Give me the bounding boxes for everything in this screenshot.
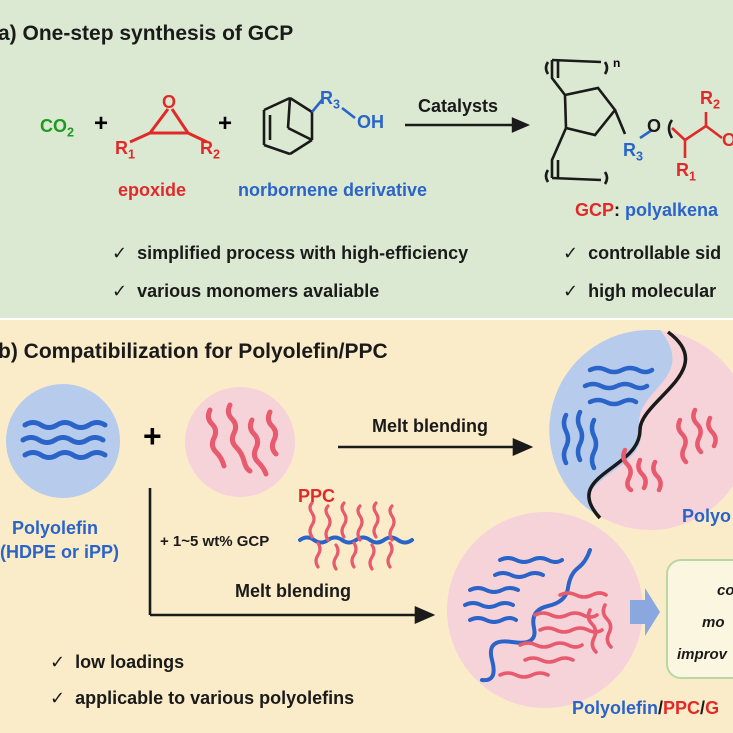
- panel-b-title: b) Compatibilization for Polyolefin/PPC: [0, 340, 388, 363]
- bullet-a-right-1: ✓ controllable sid: [563, 243, 722, 263]
- epoxide-r1: R1: [115, 138, 136, 162]
- hydroxyl-label: OH: [357, 112, 384, 132]
- melt-blending-label-1: Melt blending: [372, 416, 488, 436]
- catalysts-label: Catalysts: [418, 96, 499, 116]
- property-box-line-2: mo: [702, 614, 725, 631]
- gcp-label: GCP: polyalkena: [575, 200, 719, 220]
- product-oxygen: O: [647, 116, 662, 136]
- property-box-line-3: improv: [677, 646, 728, 663]
- bullet-a-left-1: ✓ simplified process with high-efficienc…: [112, 243, 469, 263]
- norbornene-derivative-label: norbornene derivative: [238, 180, 428, 200]
- ppc-particle: [185, 387, 295, 497]
- panel-a-synthesis: [0, 0, 733, 318]
- immiscible-blend-particle: [549, 329, 733, 530]
- repeat-unit-n: n: [613, 56, 621, 70]
- immiscible-blend-label: Polyo: [682, 506, 732, 526]
- bullet-b-1: ✓ low loadings: [50, 652, 185, 672]
- plus-sign-3: +: [143, 418, 162, 454]
- reaction-arrow: [405, 117, 531, 133]
- gcp-side-chain-structure: [639, 112, 723, 158]
- product-r1: R1: [676, 160, 697, 184]
- polyolefin-label: Polyolefin: [12, 518, 99, 538]
- epoxide-r2: R2: [200, 138, 221, 162]
- compatibilized-blend-particle: [447, 512, 643, 708]
- plus-sign-2: +: [218, 110, 233, 137]
- melt-blending-arrow-2: [148, 488, 436, 624]
- polyolefin-particle: [6, 384, 120, 498]
- product-r3: R3: [623, 140, 644, 164]
- ppc-label: PPC: [298, 486, 336, 506]
- product-r2: R2: [700, 88, 721, 112]
- epoxide-structure: [129, 108, 208, 144]
- polyolefin-types-label: (HDPE or iPP): [0, 542, 120, 562]
- gcp-backbone-structure: [544, 58, 627, 185]
- epoxide-oxygen: O: [162, 92, 177, 112]
- melt-blending-arrow-1: [338, 438, 534, 456]
- epoxide-label: epoxide: [118, 180, 187, 200]
- bullet-a-right-2: ✓ high molecular: [563, 281, 717, 301]
- panel-a-title: a) One-step synthesis of GCP: [0, 22, 294, 45]
- gcp-graft-copolymer: [298, 501, 414, 571]
- bullet-a-left-2: ✓ various monomers avaliable: [112, 281, 380, 301]
- property-box: [666, 559, 733, 679]
- bullet-b-2: ✓ applicable to various polyolefins: [50, 688, 355, 708]
- property-box-line-1: co: [717, 582, 733, 599]
- product-oxygen-2: O: [722, 130, 733, 150]
- norbornene-substituent: [311, 99, 356, 120]
- compatibilized-blend-label: Polyolefin/PPC/G: [572, 698, 720, 718]
- norbornene-r3: R3: [320, 88, 341, 112]
- melt-blending-label-2: Melt blending: [235, 581, 351, 601]
- result-arrow: [630, 588, 660, 636]
- plus-sign-1: +: [94, 110, 109, 137]
- co2-label: CO2: [40, 116, 75, 140]
- gcp-loading-label: + 1~5 wt% GCP: [160, 533, 270, 550]
- norbornene-structure: [262, 96, 314, 156]
